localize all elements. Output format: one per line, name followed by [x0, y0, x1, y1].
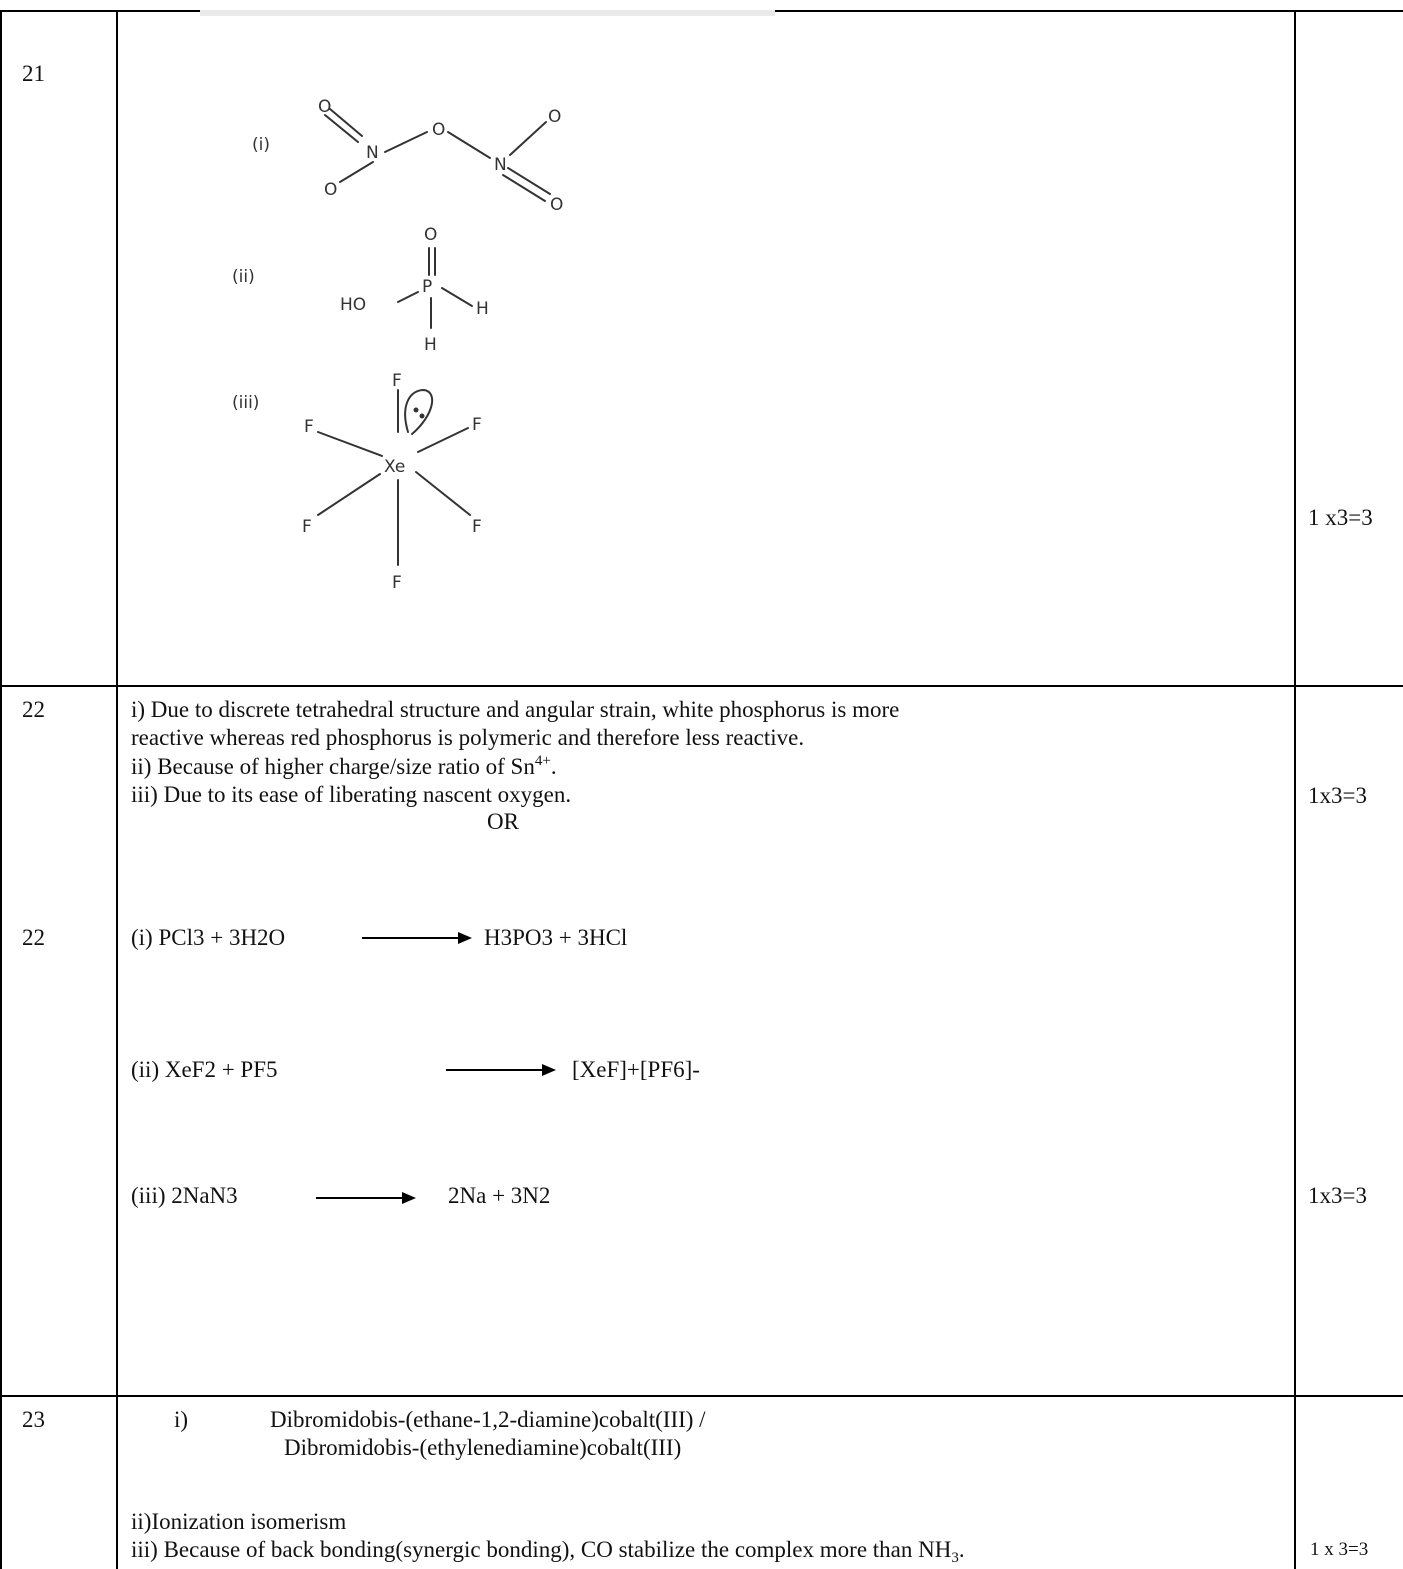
table-left-border: [0, 10, 2, 1569]
table-top-border-right: [775, 10, 1403, 12]
atom-f: F: [302, 517, 312, 537]
equation-3-rhs: 2Na + 3N2: [448, 1183, 551, 1208]
answer-22-line-1: i) Due to discrete tetrahedral structure…: [131, 697, 900, 722]
structure-label-iii: (iii): [232, 393, 259, 413]
atom-n: N: [494, 155, 507, 175]
equation-1-lhs: (i) PCl3 + 3H2O: [131, 925, 286, 950]
atom-f: F: [472, 415, 482, 435]
atom-f: F: [304, 417, 314, 437]
row-divider-21-22: [0, 685, 1403, 687]
atom-n: N: [366, 143, 379, 163]
equation-3-lhs: (iii) 2NaN3: [131, 1183, 238, 1208]
structure-diagrams: (i) O N O O N O O (ii) O P HO H H (iii) …: [232, 97, 563, 593]
question-number-22-or: 22: [22, 925, 45, 950]
equation-2-lhs: (ii) XeF2 + PF5: [131, 1057, 278, 1082]
equation-2-rhs: [XeF]+[PF6]-: [572, 1057, 700, 1082]
answer-23-i-line-2: Dibromidobis-(ethylenediamine)cobalt(III…: [284, 1435, 682, 1460]
row-divider-22-23: [0, 1395, 1403, 1397]
answer-23-iii: iii) Because of back bonding(synergic bo…: [131, 1537, 965, 1566]
answer-23-ii: ii)Ionization isomerism: [131, 1509, 347, 1534]
reaction-arrow-3: [316, 1192, 416, 1204]
marks-q22-or: 1x3=3: [1308, 1183, 1367, 1208]
table-column-divider-2: [1294, 10, 1296, 1569]
structure-label-ii: (ii): [232, 267, 255, 287]
answer-22-line-3: ii) Because of higher charge/size ratio …: [131, 753, 557, 779]
marks-q21: 1 x3=3: [1308, 505, 1373, 530]
atom-h: H: [424, 335, 437, 355]
atom-o: O: [324, 180, 337, 200]
table-column-divider-1: [116, 10, 118, 1569]
marks-q22: 1x3=3: [1308, 783, 1367, 808]
atom-f: F: [392, 371, 402, 391]
or-separator: OR: [487, 809, 519, 834]
table-top-border: [0, 10, 200, 12]
marks-q23: 1 x 3=3: [1310, 1539, 1369, 1560]
answer-22-line-4: iii) Due to its ease of liberating nasce…: [131, 782, 572, 807]
atom-o: O: [550, 195, 563, 215]
atom-o: O: [432, 120, 445, 140]
answer-23-i-line-1: Dibromidobis-(ethane-1,2-diamine)cobalt(…: [270, 1407, 706, 1432]
atom-h: H: [476, 299, 489, 319]
atom-xe: Xe: [384, 457, 405, 477]
reaction-arrow-2: [446, 1064, 556, 1076]
answer-22-line-2: reactive whereas red phosphorus is polym…: [131, 725, 805, 750]
atom-p: P: [422, 277, 432, 297]
atom-ho: HO: [340, 295, 366, 315]
atom-f: F: [472, 517, 482, 537]
scan-image-background: [200, 10, 775, 16]
question-number-21: 21: [22, 61, 45, 86]
equation-1-rhs: H3PO3 + 3HCl: [484, 925, 628, 950]
answer-23-i-label: i): [174, 1407, 189, 1432]
atom-o: O: [318, 97, 331, 117]
atom-o: O: [424, 225, 437, 245]
reaction-arrow-1: [362, 932, 472, 944]
atom-f: F: [392, 573, 402, 593]
structure-label-i: (i): [252, 135, 270, 155]
atom-o: O: [548, 107, 561, 127]
question-number-22: 22: [22, 697, 45, 722]
question-number-23: 23: [22, 1407, 45, 1432]
